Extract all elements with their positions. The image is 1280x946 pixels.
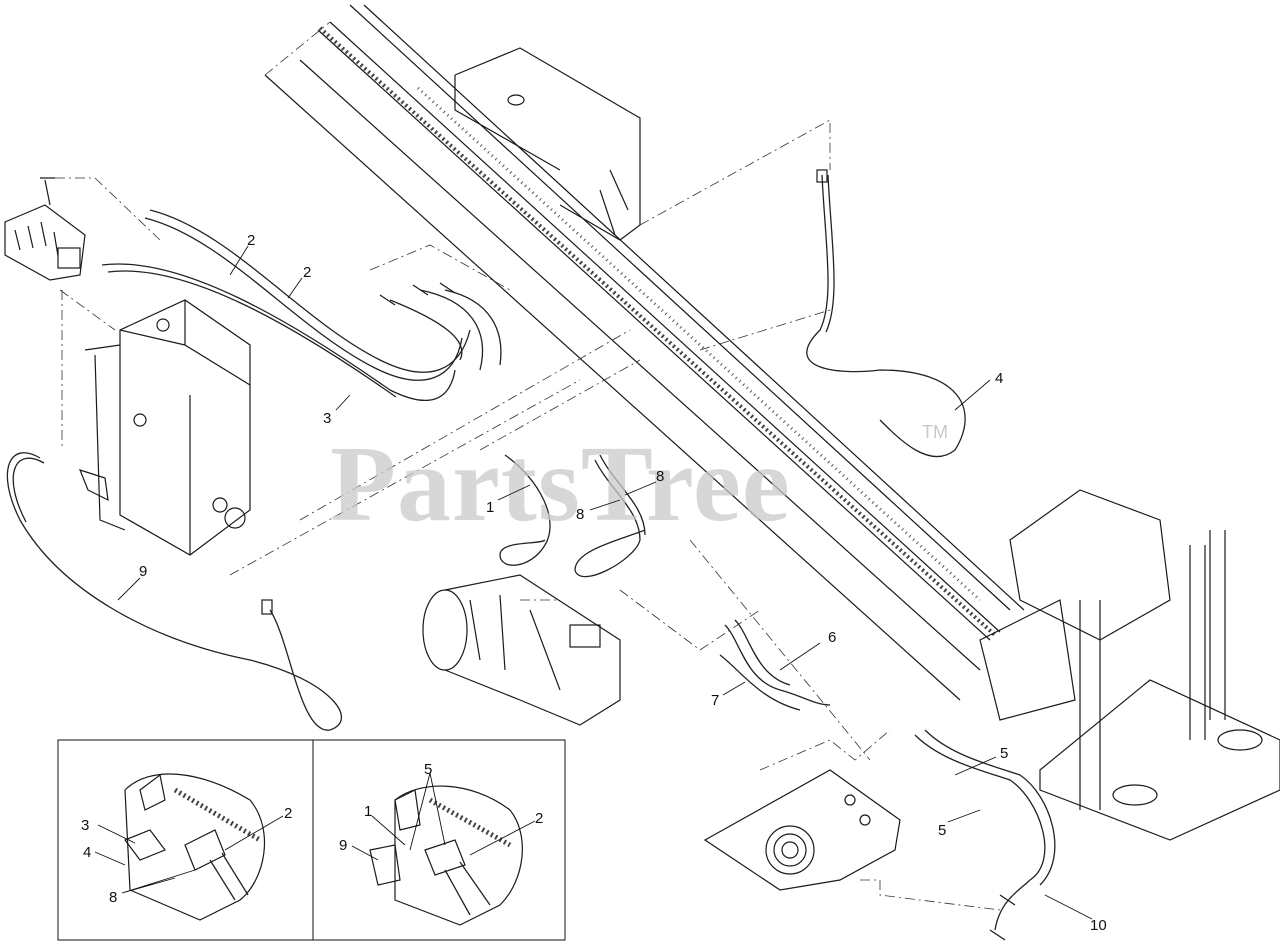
hose-5-10 [914, 729, 1056, 941]
callout-1: 1 [486, 499, 494, 516]
watermark-trademark: TM [922, 422, 948, 442]
callout-5a: 5 [1000, 745, 1008, 762]
leader-lines [117, 245, 1093, 920]
callout-10: 10 [1090, 917, 1107, 934]
inset-detail-left: 3 4 8 2 [57, 739, 314, 941]
inset-right-callout-5: 5 [424, 761, 432, 778]
hose-1-8 [499, 454, 646, 578]
callout-2a: 2 [247, 232, 255, 249]
callout-2b: 2 [303, 264, 311, 281]
control-valve-bank [4, 177, 86, 281]
hose-4-loop [806, 169, 966, 458]
callout-3: 3 [323, 410, 331, 427]
upper-bracket [454, 47, 641, 241]
hose-3-group [379, 282, 502, 371]
chassis-frame [979, 489, 1280, 841]
floor-plate [703, 769, 901, 891]
boom-rail [264, 4, 1025, 701]
callout-4: 4 [995, 370, 1003, 387]
main-callouts: 2 2 3 4 1 8 8 9 6 7 5 5 10 [139, 232, 1107, 934]
hydraulic-tank [78, 299, 251, 556]
inset-detail-right: 5 1 9 2 [312, 739, 566, 941]
callout-7: 7 [711, 692, 719, 709]
inset-left-callout-3: 3 [81, 817, 89, 834]
callout-6: 6 [828, 629, 836, 646]
hose-9-loop [6, 452, 342, 731]
phantom-lines [55, 119, 1001, 911]
inset-right-callout-9: 9 [339, 837, 347, 854]
callout-9: 9 [139, 563, 147, 580]
inset-left-callout-8: 8 [109, 889, 117, 906]
callout-8a: 8 [656, 468, 664, 485]
inset-right-callout-1: 1 [364, 803, 372, 820]
callout-8b: 8 [576, 506, 584, 523]
hose-2-pair [101, 209, 471, 401]
inset-left-callout-4: 4 [83, 844, 91, 861]
inset-left-callout-2: 2 [284, 805, 292, 822]
callout-5b: 5 [938, 822, 946, 839]
hydraulic-pump [422, 574, 621, 726]
watermark-text: PartsTree [330, 425, 791, 544]
inset-right-callout-2: 2 [535, 810, 543, 827]
hose-6-7 [719, 619, 831, 711]
